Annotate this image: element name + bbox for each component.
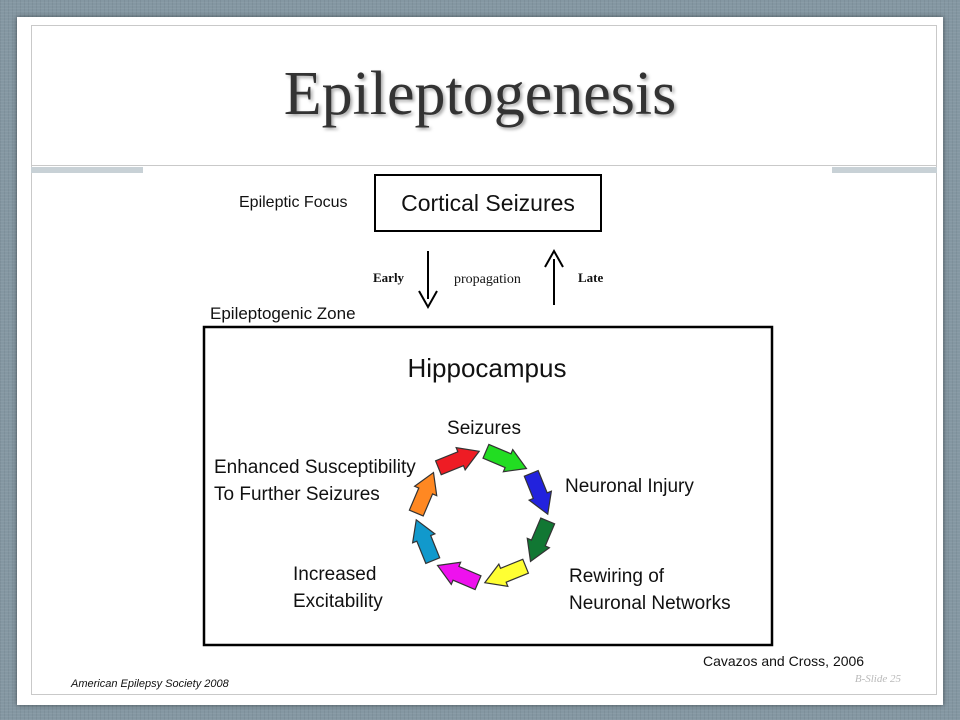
- slide-frame: [31, 25, 937, 695]
- propagation-label: propagation: [454, 272, 521, 287]
- susceptibility-label-line2: To Further Seizures: [214, 484, 380, 505]
- citation: Cavazos and Cross, 2006: [703, 653, 865, 669]
- slide: Epileptogenesis Cortical Seizures Epilep…: [17, 17, 943, 705]
- neuronal-injury-label: Neuronal Injury: [565, 476, 694, 497]
- seizures-label: Seizures: [447, 418, 521, 439]
- early-arrow: [418, 251, 438, 310]
- footer-source: American Epilepsy Society 2008: [71, 678, 229, 690]
- title-divider: [31, 165, 937, 166]
- epileptogenesis-diagram: Cortical Seizures Epileptic Focus Early …: [202, 174, 774, 647]
- epileptogenic-zone-label: Epileptogenic Zone: [210, 304, 356, 323]
- slide-title: Epileptogenesis: [283, 60, 677, 128]
- slide-number: B-Slide 25: [854, 673, 901, 685]
- cortical-seizures-label: Cortical Seizures: [401, 190, 575, 216]
- cortical-seizures-box: [374, 174, 602, 232]
- green-cycle-arrow: [482, 443, 528, 473]
- cycle-arrows: [408, 443, 556, 591]
- title-divider-accent-right: [832, 167, 937, 173]
- orange-cycle-arrow: [408, 471, 438, 517]
- hippocampus-label: Hippocampus: [408, 353, 567, 383]
- late-label: Late: [578, 270, 604, 285]
- magenta-cycle-arrow: [436, 561, 482, 591]
- rewiring-label-line1: Rewiring of: [569, 566, 665, 587]
- excitability-label-line1: Increased: [293, 564, 376, 585]
- red-cycle-arrow: [434, 446, 481, 476]
- hippocampus-box: [202, 325, 774, 647]
- cyan-cycle-arrow: [411, 518, 441, 565]
- epileptic-focus-label: Epileptic Focus: [239, 194, 348, 211]
- early-label: Early: [373, 270, 405, 285]
- blue-cycle-arrow: [523, 469, 553, 516]
- yellow-cycle-arrow: [483, 558, 530, 588]
- excitability-label-line2: Excitability: [293, 591, 383, 612]
- late-arrow: [544, 248, 564, 305]
- title-divider-accent-left: [31, 167, 143, 173]
- dark-green-cycle-arrow: [526, 517, 556, 563]
- rewiring-label-line2: Neuronal Networks: [569, 593, 731, 614]
- susceptibility-label-line1: Enhanced Susceptibility: [214, 457, 416, 478]
